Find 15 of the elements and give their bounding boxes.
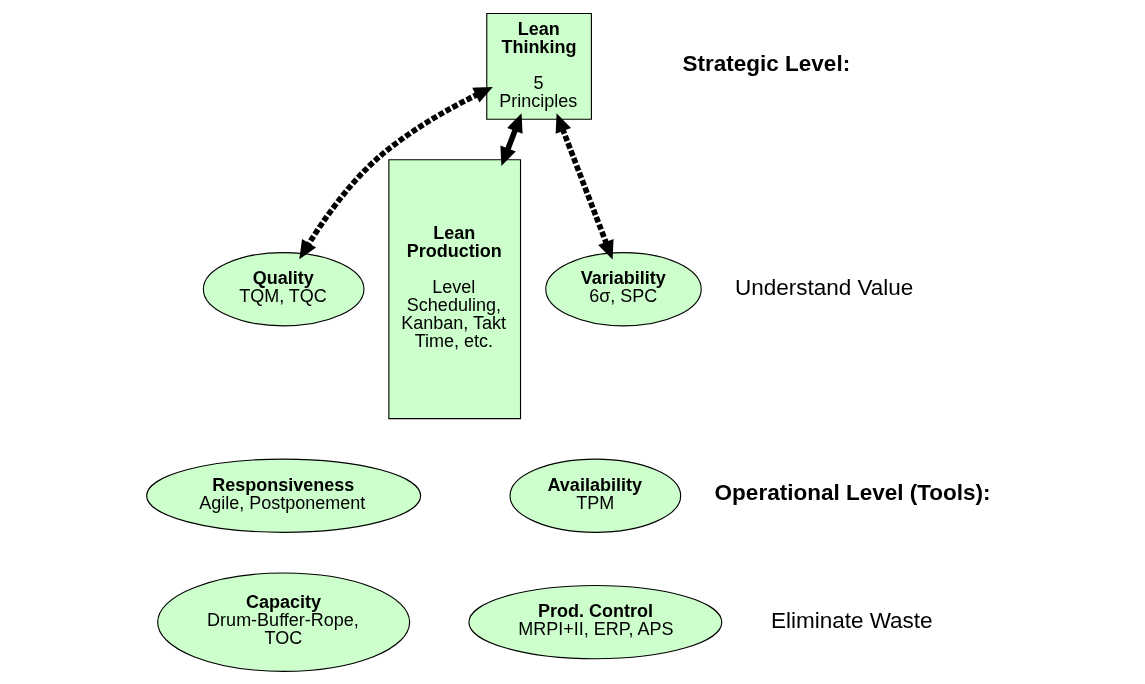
node-ellipse: Variability 6σ, SPC [545,251,702,326]
node-ellipse: Quality TQM, TQC [202,251,365,326]
node-ellipse: Prod. Control MRPI+II, ERP, APS [468,584,723,659]
label: Strategic Level: [682,50,851,76]
node-ellipse: Availability TPM [509,458,682,533]
arrow [555,112,614,260]
node-ellipse: Responsiveness Agile, Postponement [146,458,422,533]
label: Eliminate Waste [770,607,933,633]
arrow [299,86,493,259]
node-box: Lean Thinking 5 Principles [486,12,592,120]
node-box: Lean Production Level Scheduling, Kanban, Takt Time, etc. [388,158,522,419]
label: Understand Value [734,274,914,300]
label: Operational Level (Tools): [714,479,991,505]
node-ellipse: Capacity Drum-Buffer-Rope, TOC [157,571,411,672]
arrow [500,112,523,166]
